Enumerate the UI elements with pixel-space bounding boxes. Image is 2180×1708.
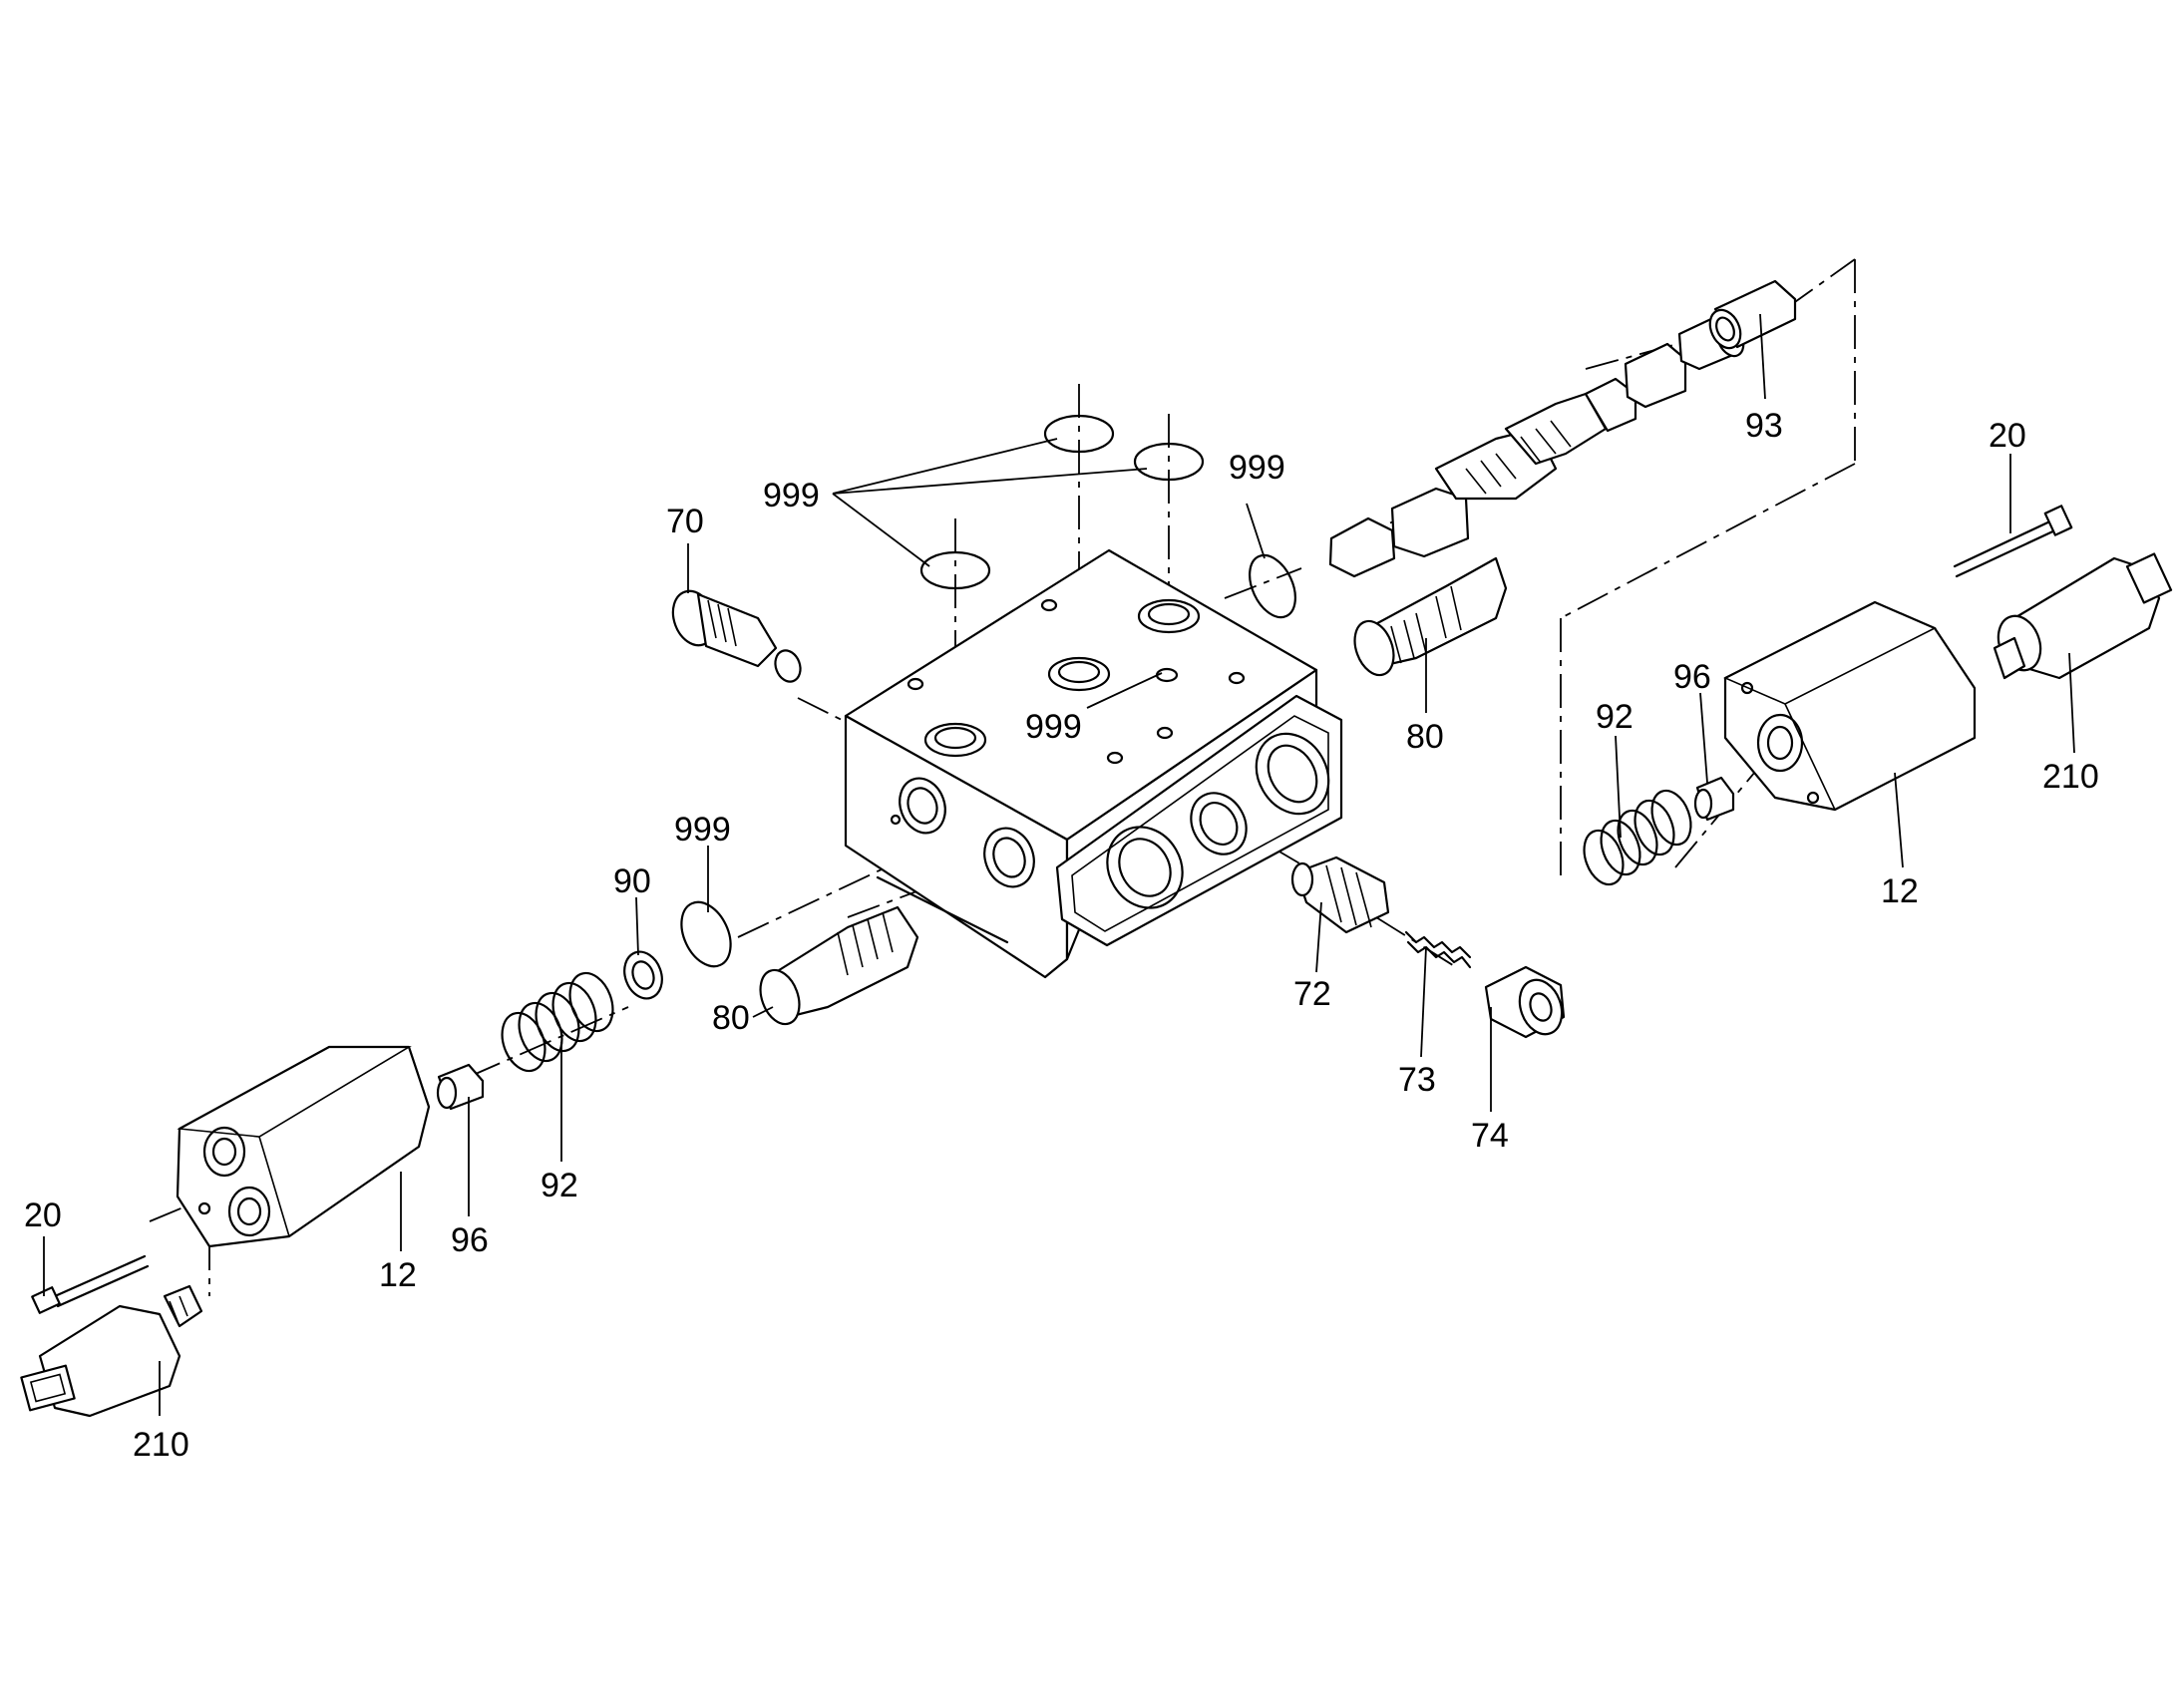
- valve-block: [844, 548, 1343, 979]
- part-92-spring-right: [1583, 789, 1692, 886]
- part-96-pin-left: [436, 1063, 485, 1111]
- callout-labels: 999 70 999 999 93 80 20 96 92 210 12 999…: [24, 407, 2099, 1464]
- part-70-plug: [671, 589, 802, 683]
- label-93: 93: [1745, 407, 1783, 445]
- o-rings: [680, 414, 1296, 968]
- part-12-housing-right: [1723, 600, 1977, 812]
- part-74-cap: [1484, 965, 1566, 1039]
- upper-spool-assembly: [1328, 315, 1745, 578]
- label-12-left: 12: [379, 1256, 417, 1294]
- label-999-right-ring: 999: [1229, 449, 1285, 487]
- label-96-right: 96: [1673, 658, 1711, 696]
- label-96-left: 96: [451, 1221, 489, 1259]
- part-210-solenoid-left: [20, 1284, 203, 1418]
- part-90-washer: [623, 950, 663, 1000]
- label-92-right: 92: [1596, 698, 1634, 736]
- label-72: 72: [1293, 975, 1331, 1013]
- part-73-small-spring: [1404, 930, 1472, 969]
- label-12-right: 12: [1881, 872, 1919, 910]
- label-74: 74: [1471, 1117, 1509, 1155]
- label-210-left: 210: [133, 1426, 189, 1464]
- label-80-upper: 80: [1406, 718, 1444, 756]
- leader-lines: [43, 313, 2075, 1416]
- part-12-housing-left: [176, 1045, 431, 1248]
- part-80-plug-lower: [759, 905, 919, 1026]
- label-92-left: 92: [541, 1167, 578, 1204]
- part-93-sleeve: [1708, 279, 1797, 350]
- label-210-right: 210: [2042, 758, 2099, 796]
- label-70: 70: [666, 503, 704, 540]
- part-72-poppet: [1290, 855, 1390, 934]
- part-20-bolt-right: [1953, 505, 2073, 578]
- label-90: 90: [613, 862, 651, 900]
- label-20-left: 20: [24, 1196, 62, 1234]
- label-80-lower: 80: [712, 999, 750, 1037]
- label-999-left-ring: 999: [674, 811, 731, 849]
- part-80-plug-upper: [1353, 556, 1508, 677]
- part-96-pin-right: [1693, 776, 1735, 822]
- part-20-bolt-left: [31, 1254, 150, 1314]
- part-210-solenoid-right: [1993, 552, 2173, 680]
- part-92-spring-left: [501, 971, 614, 1073]
- label-20-right: 20: [1989, 417, 2026, 455]
- label-73: 73: [1398, 1061, 1436, 1099]
- label-999-top: 999: [763, 477, 820, 514]
- label-999-block: 999: [1025, 708, 1082, 746]
